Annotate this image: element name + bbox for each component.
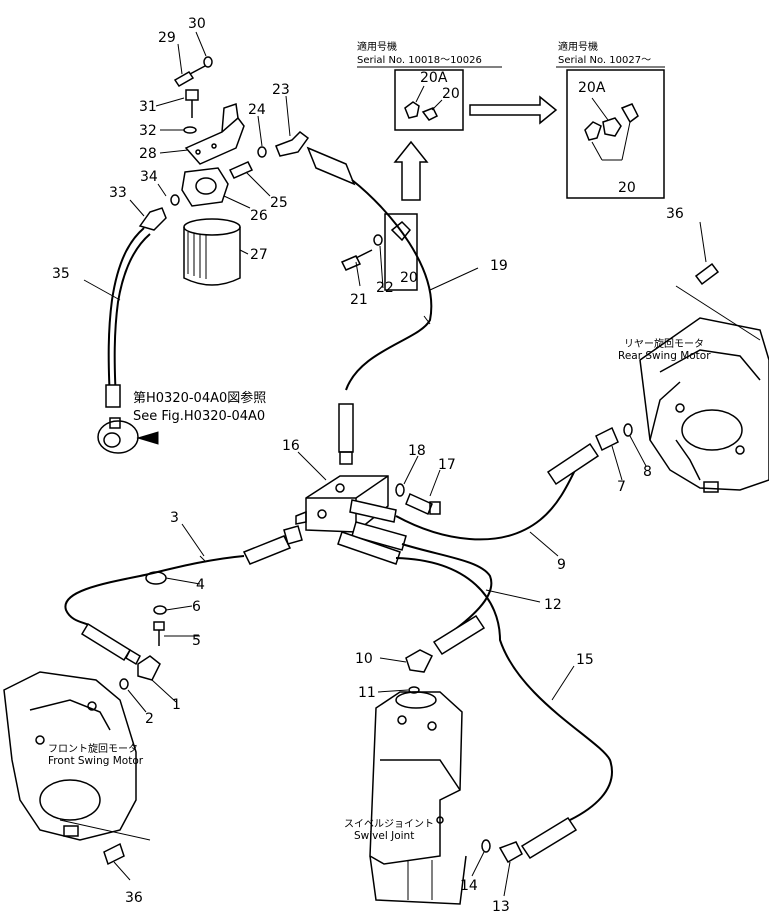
filter-assembly: [138, 56, 310, 286]
serial-box-2-jp: 適用号機: [558, 40, 598, 53]
callout-5: 5: [192, 633, 201, 649]
callout-16: 16: [282, 438, 300, 454]
hose-15: [395, 557, 613, 821]
callout-35: 35: [52, 266, 70, 282]
upgrade-arrow: [469, 95, 558, 125]
callout-28: 28: [139, 146, 157, 162]
callout-13: 13: [492, 899, 510, 915]
callout-27: 27: [250, 247, 268, 263]
front-motor-label-en: Front Swing Motor: [48, 755, 144, 767]
hose-3: [64, 555, 245, 629]
serial-box-1-serial: Serial No. 10018～10026: [357, 55, 482, 66]
callout-18: 18: [408, 443, 426, 459]
callout-12: 12: [544, 597, 562, 613]
front-swing-motor: [3, 671, 137, 841]
callout-19: 19: [490, 258, 508, 274]
up-arrow: [393, 140, 429, 201]
callout-20-box2: 20: [618, 180, 636, 196]
leader-lines: [83, 31, 707, 897]
callout-7: 7: [617, 479, 626, 495]
reference-jp: 第H0320-04A0図参照: [133, 390, 266, 406]
callout-20A-box2: 20A: [578, 80, 606, 96]
hose-9: [395, 459, 581, 541]
callout-34: 34: [140, 169, 158, 185]
callout-6: 6: [192, 599, 201, 615]
callout-20-detail: 20: [400, 270, 418, 286]
callout-9: 9: [557, 557, 566, 573]
serial-box-1-jp: 適用号機: [357, 40, 397, 53]
callout-36-rear: 36: [666, 206, 684, 222]
callout-32: 32: [139, 123, 157, 139]
serial-box-2: 適用号機 Serial No. 10027～ 20A 20: [556, 40, 665, 199]
reference-flange: [97, 420, 139, 454]
serial-box-1: 適用号機 Serial No. 10018～10026 20A 20: [357, 40, 502, 131]
callout-20-box1: 20: [442, 86, 460, 102]
swivel-label-jp: スイベルジョイント: [344, 818, 434, 830]
callout-36-front: 36: [125, 890, 143, 906]
valve-block-16: [295, 475, 389, 533]
callout-22: 22: [376, 280, 394, 296]
rear-motor-label-jp: リヤー旋回モータ: [624, 337, 704, 350]
detail-20-box: [384, 213, 418, 291]
callout-31: 31: [139, 99, 157, 115]
callout-11: 11: [358, 685, 376, 701]
tube-35: [107, 227, 145, 401]
callout-29: 29: [158, 30, 176, 46]
callout-4: 4: [196, 577, 205, 593]
callout-30: 30: [188, 16, 206, 32]
rear-swing-motor: [639, 317, 769, 493]
front-motor-label-jp: フロント旋回モータ: [48, 742, 138, 755]
serial-box-2-serial: Serial No. 10027～: [558, 55, 651, 66]
callout-25: 25: [270, 195, 288, 211]
callout-21: 21: [350, 292, 368, 308]
callout-33: 33: [109, 185, 127, 201]
reference-en: See Fig.H0320-04A0: [133, 409, 265, 424]
callout-24: 24: [248, 102, 266, 118]
callout-2: 2: [145, 711, 154, 727]
callout-14: 14: [460, 878, 478, 894]
hose-19: [345, 179, 433, 391]
callout-1: 1: [172, 697, 181, 713]
hose-12: [401, 543, 493, 641]
callout-8: 8: [643, 464, 652, 480]
callout-23: 23: [272, 82, 290, 98]
callout-26: 26: [250, 208, 268, 224]
callout-15: 15: [576, 652, 594, 668]
swivel-joint: [369, 691, 467, 905]
callout-17: 17: [438, 457, 456, 473]
callout-3: 3: [170, 510, 179, 526]
callout-10: 10: [355, 651, 373, 667]
rear-motor-label-en: Rear Swing Motor: [618, 350, 711, 362]
swivel-label-en: Swivel Joint: [354, 830, 414, 842]
callout-20A-box1: 20A: [420, 70, 448, 86]
